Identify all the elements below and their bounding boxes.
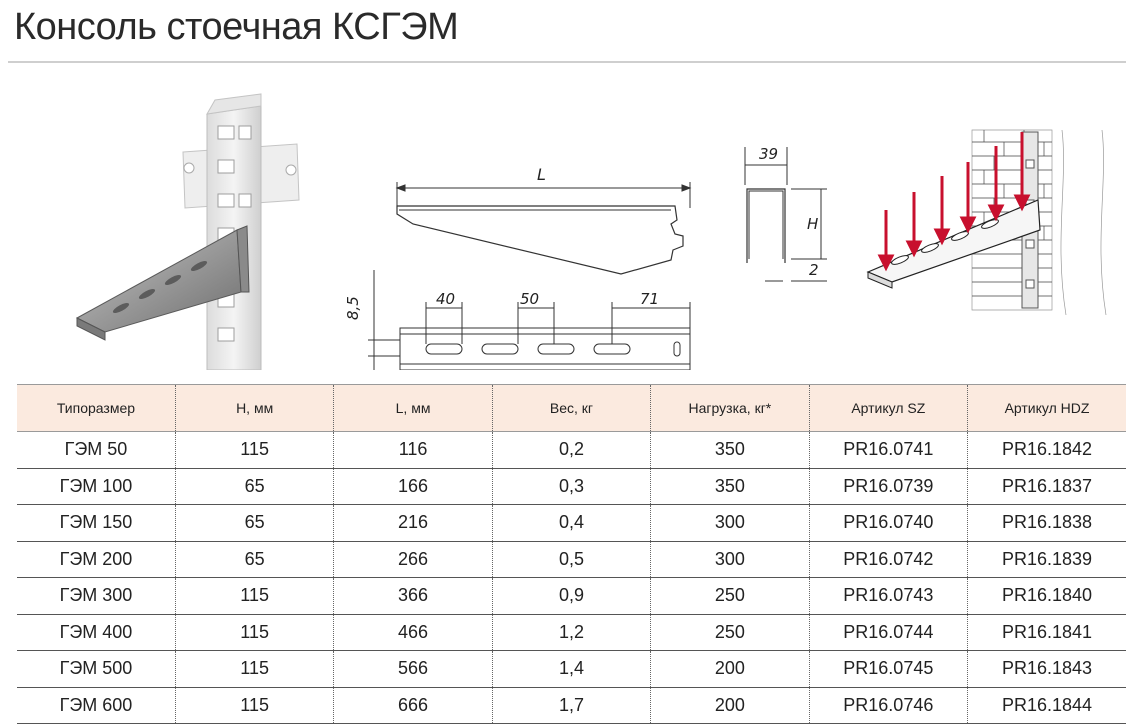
cell-weight: 0,2 [491, 431, 651, 469]
dim-slot-50-label: 50 [520, 290, 539, 308]
cell-article-sz: PR16.0746 [808, 687, 968, 724]
col-header-height: H, мм [174, 384, 334, 432]
cell-article-sz: PR16.0745 [808, 650, 968, 688]
cell-article-sz: PR16.0743 [808, 577, 968, 615]
cell-load: 200 [650, 650, 810, 688]
cell-article-hdz: PR16.1841 [967, 614, 1126, 651]
spec-table: Типоразмер H, мм L, мм Вес, кг Нагрузка,… [17, 384, 1126, 724]
cell-weight: 1,7 [491, 687, 651, 724]
cell-height: 65 [174, 541, 334, 578]
side-view-drawing: L [395, 165, 692, 275]
cell-article-hdz: PR16.1837 [967, 468, 1126, 505]
cell-weight: 1,4 [491, 650, 651, 688]
cell-weight: 1,2 [491, 614, 651, 651]
cell-height: 65 [174, 504, 334, 542]
cell-load: 300 [650, 504, 810, 542]
cell-height: 115 [174, 431, 334, 469]
cell-length: 116 [333, 431, 493, 469]
dim-end-71-label: 71 [640, 290, 659, 308]
top-view-drawing: 8,5 40 50 71 [344, 270, 691, 370]
dim-flange-label: 2 [809, 261, 819, 279]
cell-article-hdz: PR16.1842 [967, 431, 1126, 469]
cell-weight: 0,9 [491, 577, 651, 615]
cell-size: ГЭМ 500 [17, 650, 176, 688]
table-row: ГЭМ 200 65 266 0,5 300 PR16.0742 PR16.18… [17, 541, 1126, 578]
cell-article-hdz: PR16.1840 [967, 577, 1126, 615]
cell-length: 266 [333, 541, 493, 578]
cell-article-sz: PR16.0744 [808, 614, 968, 651]
col-header-article-sz: Артикул SZ [808, 384, 968, 432]
col-header-article-hdz: Артикул HDZ [967, 384, 1126, 432]
table-row: ГЭМ 100 65 166 0,3 350 PR16.0739 PR16.18… [17, 468, 1126, 505]
cell-load: 350 [650, 431, 810, 469]
cell-size: ГЭМ 400 [17, 614, 176, 651]
cell-load: 200 [650, 687, 810, 724]
col-header-load: Нагрузка, кг* [650, 384, 810, 432]
cell-article-sz: PR16.0742 [808, 541, 968, 578]
cell-size: ГЭМ 150 [17, 504, 176, 542]
cell-length: 166 [333, 468, 493, 505]
col-header-size: Типоразмер [17, 384, 176, 432]
page-title: Консоль стоечная КСГЭМ [14, 6, 459, 48]
cell-size: ГЭМ 300 [17, 577, 176, 615]
table-row: ГЭМ 400 115 466 1,2 250 PR16.0744 PR16.1… [17, 614, 1126, 651]
cell-length: 666 [333, 687, 493, 724]
cell-height: 115 [174, 650, 334, 688]
cell-article-hdz: PR16.1844 [967, 687, 1126, 724]
load-illustration [866, 129, 1107, 316]
dim-length-label: L [537, 165, 546, 184]
cell-height: 115 [174, 687, 334, 724]
cell-length: 466 [333, 614, 493, 651]
table-row: ГЭМ 300 115 366 0,9 250 PR16.0743 PR16.1… [17, 577, 1126, 615]
cell-load: 350 [650, 468, 810, 505]
col-header-length: L, мм [333, 384, 493, 432]
cell-article-sz: PR16.0740 [808, 504, 968, 542]
cell-weight: 0,3 [491, 468, 651, 505]
dim-height-label: H [807, 215, 818, 233]
cell-load: 250 [650, 577, 810, 615]
cell-size: ГЭМ 100 [17, 468, 176, 505]
cell-height: 115 [174, 614, 334, 651]
cell-article-sz: PR16.0739 [808, 468, 968, 505]
cell-length: 566 [333, 650, 493, 688]
cell-length: 366 [333, 577, 493, 615]
table-row: ГЭМ 600 115 666 1,7 200 PR16.0746 PR16.1… [17, 687, 1126, 724]
cell-height: 115 [174, 577, 334, 615]
cell-length: 216 [333, 504, 493, 542]
cell-load: 300 [650, 541, 810, 578]
table-row: ГЭМ 50 115 116 0,2 350 PR16.0741 PR16.18… [17, 431, 1126, 469]
table-header-row: Типоразмер H, мм L, мм Вес, кг Нагрузка,… [17, 384, 1126, 432]
dim-width-label: 39 [759, 145, 778, 163]
cell-size: ГЭМ 50 [17, 431, 176, 469]
cell-load: 250 [650, 614, 810, 651]
cell-article-hdz: PR16.1838 [967, 504, 1126, 542]
cell-article-hdz: PR16.1839 [967, 541, 1126, 578]
cell-size: ГЭМ 200 [17, 541, 176, 578]
col-header-weight: Вес, кг [491, 384, 651, 432]
cell-article-sz: PR16.0741 [808, 431, 968, 469]
cell-height: 65 [174, 468, 334, 505]
dim-thickness-label: 8,5 [344, 296, 362, 320]
title-divider [8, 61, 1126, 63]
table-row: ГЭМ 500 115 566 1,4 200 PR16.0745 PR16.1… [17, 650, 1126, 688]
table-row: ГЭМ 150 65 216 0,4 300 PR16.0740 PR16.18… [17, 504, 1126, 542]
cell-article-hdz: PR16.1843 [967, 650, 1126, 688]
cell-weight: 0,4 [491, 504, 651, 542]
product-photo [75, 93, 300, 370]
cell-weight: 0,5 [491, 541, 651, 578]
cell-size: ГЭМ 600 [17, 687, 176, 724]
section-view-drawing: 39 H 2 [744, 145, 827, 282]
dim-slot-40-label: 40 [436, 290, 455, 308]
